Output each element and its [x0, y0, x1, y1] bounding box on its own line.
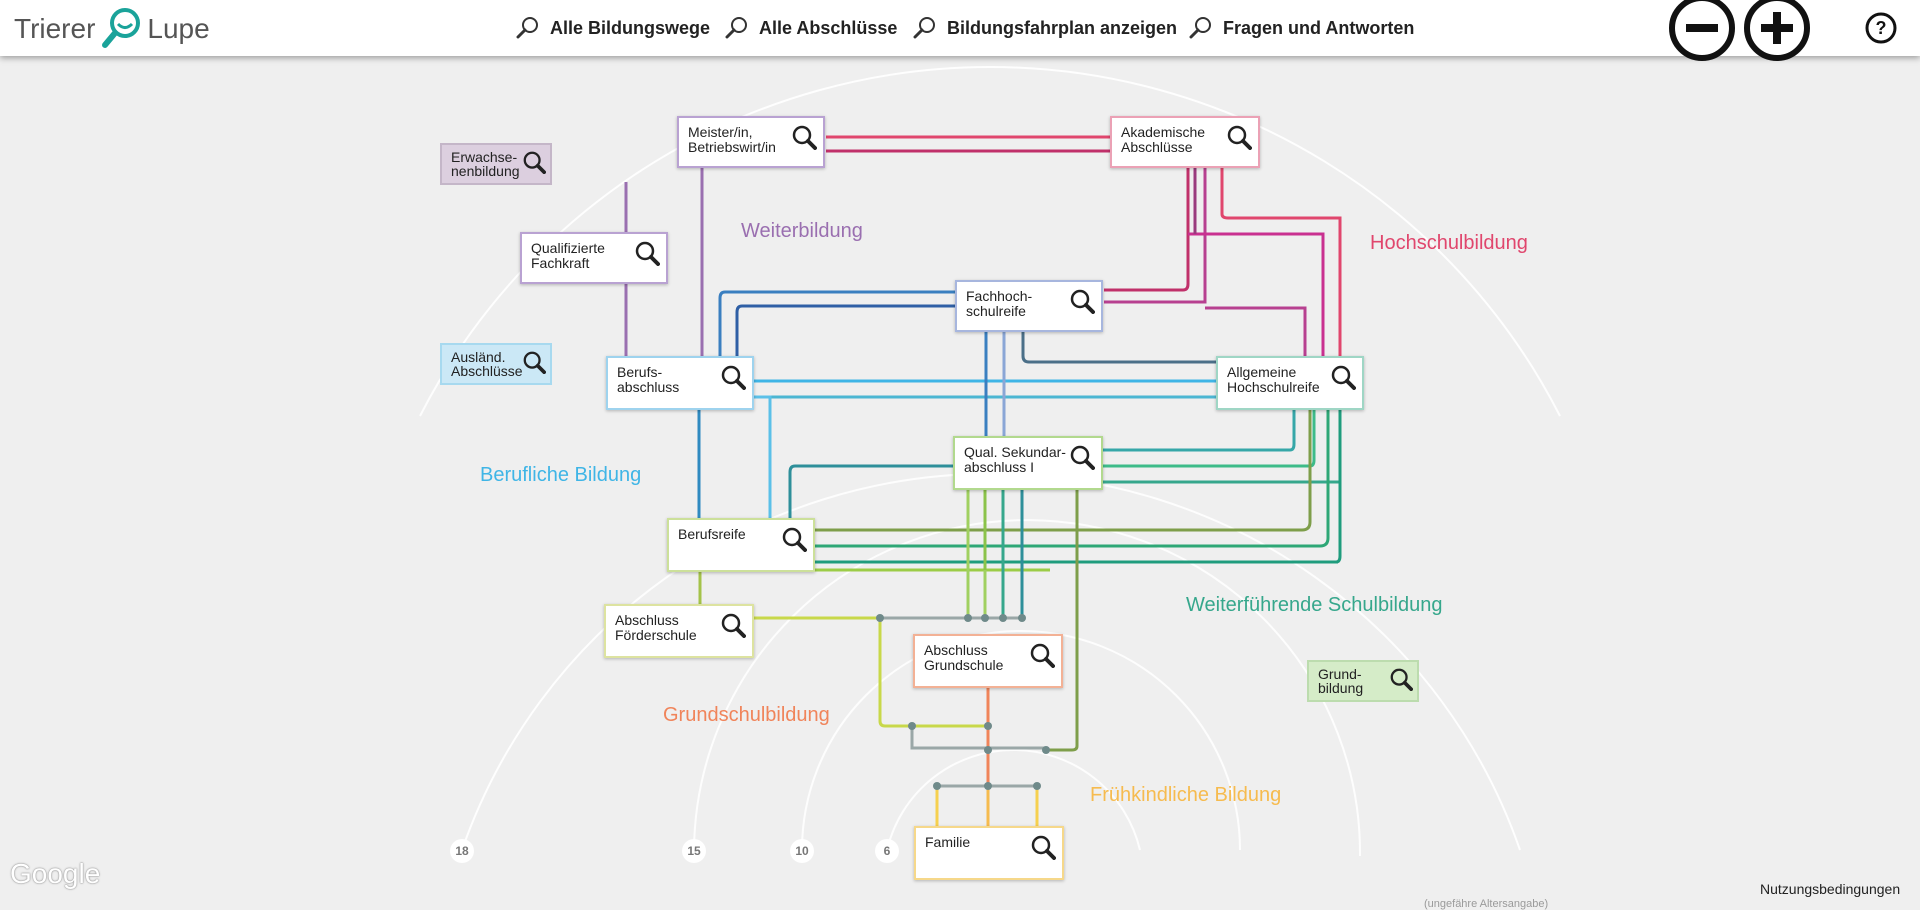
area-label-berufliche-bildung: Berufliche Bildung	[480, 464, 642, 486]
node-label: Ausländ. Abschlüsse	[451, 349, 523, 379]
magnifier-smile-icon	[102, 8, 141, 48]
nav-label: Alle Abschlüsse	[759, 17, 898, 38]
area-label-hochschulbildung: Hochschulbildung	[1370, 232, 1528, 254]
area-label-grundschulbildung: Grundschulbildung	[663, 704, 830, 726]
logo-text-left: Trierer	[14, 13, 96, 44]
node-label: Abschluss Förderschule	[615, 612, 697, 643]
nav-label: Fragen und Antworten	[1223, 17, 1415, 38]
area-label-fruehkindliche: Frühkindliche Bildung	[1090, 784, 1282, 806]
node-label: Grund- bildung	[1318, 666, 1364, 696]
node-label: Meister/in, Betriebswirt/in	[688, 124, 776, 155]
logo-text-right: Lupe	[147, 13, 210, 44]
magnifier-icon[interactable]	[522, 150, 546, 174]
magnifier-icon[interactable]	[791, 124, 817, 150]
magnifier-icon[interactable]	[781, 526, 807, 552]
node-berufsabschluss[interactable]: Berufs- abschluss	[606, 356, 754, 410]
node-grundbildung[interactable]: Grund- bildung	[1307, 660, 1419, 702]
search-icon	[1189, 17, 1211, 39]
node-label: Fachhoch- schulreife	[966, 288, 1033, 319]
magnifier-icon[interactable]	[1030, 834, 1056, 860]
magnifier-icon[interactable]	[634, 240, 660, 266]
node-label: Erwachse- nenbildung	[451, 149, 520, 179]
node-akademische-abschluesse[interactable]: Akademische Abschlüsse	[1110, 116, 1260, 168]
node-meister[interactable]: Meister/in, Betriebswirt/in	[677, 116, 825, 168]
nav-bildungsfahrplan[interactable]: Bildungsfahrplan anzeigen	[913, 14, 1177, 42]
node-abschluss-foerderschule[interactable]: Abschluss Förderschule	[604, 604, 754, 658]
google-logo: Google	[10, 858, 101, 889]
zoom-out-button[interactable]	[1667, 0, 1737, 62]
node-allgemeine-hochschulreife[interactable]: Allgemeine Hochschulreife	[1216, 356, 1364, 410]
magnifier-icon[interactable]	[1226, 124, 1252, 150]
svg-text:?: ?	[1876, 18, 1887, 38]
node-label: Berufsreife	[678, 526, 746, 542]
node-qual-sekundarabschluss[interactable]: Qual. Sekundar- abschluss I	[953, 436, 1103, 490]
logo[interactable]: Trierer Lupe	[14, 6, 210, 52]
age-note: (ungefähre Altersangabe)	[1424, 898, 1549, 910]
search-icon	[913, 17, 935, 39]
node-label: Familie	[925, 834, 971, 850]
age-label: 15	[682, 839, 706, 863]
search-icon	[516, 17, 538, 39]
nav-label: Bildungsfahrplan anzeigen	[947, 17, 1178, 38]
help-icon[interactable]: ?	[1864, 11, 1898, 45]
age-label: 6	[875, 839, 899, 863]
node-label: Akademische Abschlüsse	[1121, 124, 1206, 155]
node-auslaend-abschluesse[interactable]: Ausländ. Abschlüsse	[440, 343, 552, 385]
node-label: Allgemeine Hochschulreife	[1227, 364, 1320, 395]
nav-alle-bildungswege[interactable]: Alle Bildungswege	[516, 14, 710, 42]
node-familie[interactable]: Familie	[914, 826, 1064, 880]
node-label: Qualifizierte Fachkraft	[531, 240, 605, 271]
education-map[interactable]: Weiterbildung Hochschulbildung Beruflich…	[0, 56, 1920, 910]
magnifier-icon[interactable]	[720, 364, 746, 390]
zoom-in-button[interactable]	[1742, 0, 1812, 62]
node-berufsreife[interactable]: Berufsreife	[667, 518, 815, 572]
top-bar: Trierer Lupe Alle Bildungswege Alle Absc…	[0, 0, 1920, 61]
area-label-weiterfuehrende: Weiterführende Schulbildung	[1186, 594, 1443, 616]
magnifier-icon[interactable]	[1069, 444, 1095, 470]
magnifier-icon[interactable]	[1029, 642, 1055, 668]
node-fachhochschulreife[interactable]: Fachhoch- schulreife	[955, 280, 1103, 332]
node-label: Abschluss Grundschule	[924, 642, 1004, 673]
nav-fragen-antworten[interactable]: Fragen und Antworten	[1189, 14, 1414, 42]
node-label: Berufs- abschluss	[617, 364, 680, 395]
age-label: 10	[790, 839, 814, 863]
magnifier-icon[interactable]	[720, 612, 746, 638]
nav-label: Alle Bildungswege	[550, 17, 711, 38]
magnifier-icon[interactable]	[522, 350, 546, 374]
node-erwachsenenbildung[interactable]: Erwachse- nenbildung	[440, 143, 552, 185]
node-abschluss-grundschule[interactable]: Abschluss Grundschule	[913, 634, 1063, 688]
magnifier-icon[interactable]	[1389, 667, 1413, 691]
node-qualifizierte-fachkraft[interactable]: Qualifizierte Fachkraft	[520, 232, 668, 284]
area-label-weiterbildung: Weiterbildung	[741, 220, 863, 242]
connection-lines	[419, 66, 1561, 857]
nav-alle-abschluesse[interactable]: Alle Abschlüsse	[725, 14, 897, 42]
magnifier-icon[interactable]	[1330, 364, 1356, 390]
node-label: Qual. Sekundar- abschluss I	[964, 444, 1066, 475]
terms-link[interactable]: Nutzungsbedingungen	[1760, 881, 1901, 897]
age-label: 18	[450, 839, 474, 863]
search-icon	[725, 17, 747, 39]
magnifier-icon[interactable]	[1069, 288, 1095, 314]
